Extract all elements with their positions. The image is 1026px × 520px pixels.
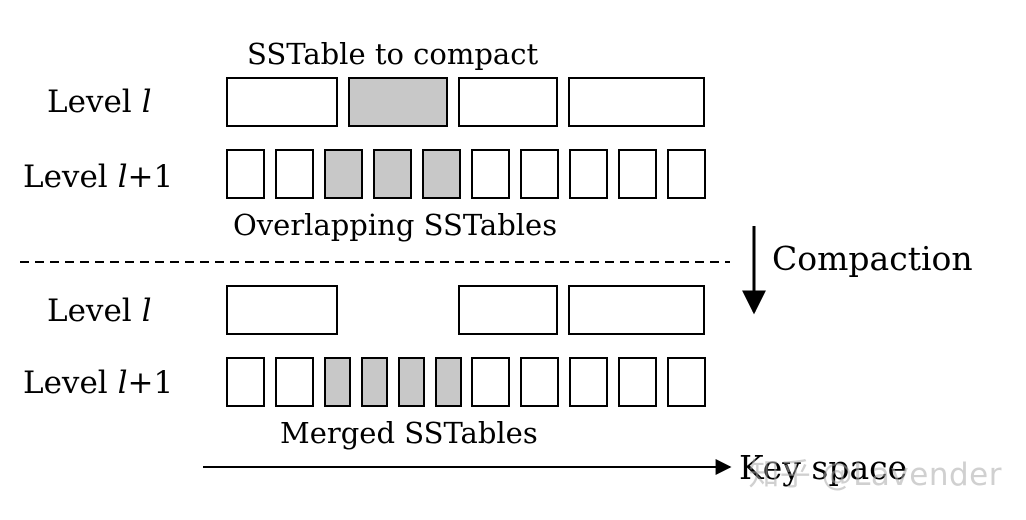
sstable — [226, 149, 265, 199]
top-level-l1-label: Level l+1 — [23, 159, 173, 195]
sstable — [226, 357, 265, 407]
sstable-to-compact — [348, 77, 448, 127]
merged-sstable — [435, 357, 462, 407]
sstable — [667, 149, 706, 199]
bottom-level-l1-label: Level l+1 — [23, 365, 173, 401]
sstable — [471, 149, 510, 199]
sstable — [568, 285, 705, 335]
sstable — [275, 149, 314, 199]
overlapping-sstable — [422, 149, 461, 199]
overlapping-sstable — [324, 149, 363, 199]
top-level-l1-tables — [226, 149, 706, 199]
sstable — [667, 357, 706, 407]
overlap-caption: Overlapping SSTables — [233, 208, 557, 242]
sstable — [568, 77, 705, 127]
sstable — [275, 357, 314, 407]
sstable — [226, 285, 338, 335]
sstable — [618, 357, 657, 407]
bottom-level-l-tables — [226, 285, 705, 335]
merged-sstable — [398, 357, 425, 407]
sstable — [471, 357, 510, 407]
key-space-label: Key space — [739, 448, 907, 487]
top-level-l-label: Level l — [47, 84, 151, 120]
sstable — [458, 285, 558, 335]
top-level-l-tables — [226, 77, 705, 127]
bottom-level-l1-tables — [226, 357, 706, 407]
sstable — [520, 357, 559, 407]
compaction-label: Compaction — [772, 239, 973, 278]
sstable — [458, 77, 558, 127]
sstable — [618, 149, 657, 199]
watermark: 知乎 @Lavender — [748, 457, 1002, 493]
sstable — [569, 357, 608, 407]
bottom-level-l-label: Level l — [47, 293, 151, 329]
merged-sstable — [324, 357, 351, 407]
sstable — [569, 149, 608, 199]
sstable — [520, 149, 559, 199]
compact-caption: SSTable to compact — [247, 37, 538, 71]
overlapping-sstable — [373, 149, 412, 199]
merged-caption: Merged SSTables — [280, 416, 538, 450]
sstable — [226, 77, 338, 127]
merged-sstable — [361, 357, 388, 407]
